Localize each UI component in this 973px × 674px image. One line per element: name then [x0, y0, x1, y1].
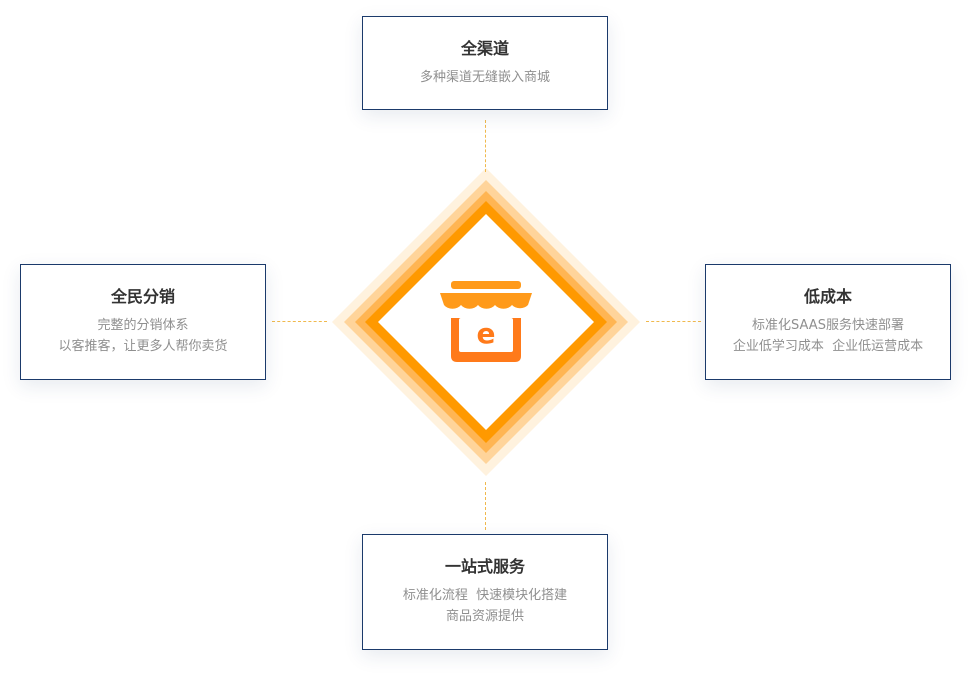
- feature-card-low-cost: 低成本 标准化SAAS服务快速部署 企业低学习成本 企业低运营成本: [705, 264, 951, 380]
- storefront-letter: e: [477, 317, 496, 350]
- feature-card-distribution: 全民分销 完整的分销体系 以客推客，让更多人帮你卖货: [20, 264, 266, 380]
- feature-card-omnichannel: 全渠道 多种渠道无缝嵌入商城: [362, 16, 608, 110]
- feature-desc: 企业低学习成本 企业低运营成本: [732, 339, 924, 354]
- feature-desc: 以客推客，让更多人帮你卖货: [58, 339, 228, 354]
- feature-card-one-stop: 一站式服务 标准化流程 快速模块化搭建 商品资源提供: [362, 534, 608, 650]
- feature-desc: 商品资源提供: [445, 609, 524, 624]
- feature-title: 全渠道: [460, 38, 509, 58]
- feature-title: 低成本: [803, 287, 852, 306]
- feature-title: 全民分销: [110, 287, 175, 306]
- feature-desc: 完整的分销体系: [97, 318, 189, 333]
- feature-desc: 标准化流程 快速模块化搭建: [402, 588, 568, 603]
- connector-bottom: [485, 482, 486, 530]
- connector-left: [272, 321, 327, 322]
- connector-right: [646, 321, 701, 322]
- feature-desc: 标准化SAAS服务快速部署: [752, 318, 904, 333]
- connector-top: [485, 120, 486, 172]
- storefront-e-icon: e: [440, 281, 532, 362]
- feature-title: 一站式服务: [444, 557, 525, 576]
- feature-desc: 多种渠道无缝嵌入商城: [419, 69, 550, 85]
